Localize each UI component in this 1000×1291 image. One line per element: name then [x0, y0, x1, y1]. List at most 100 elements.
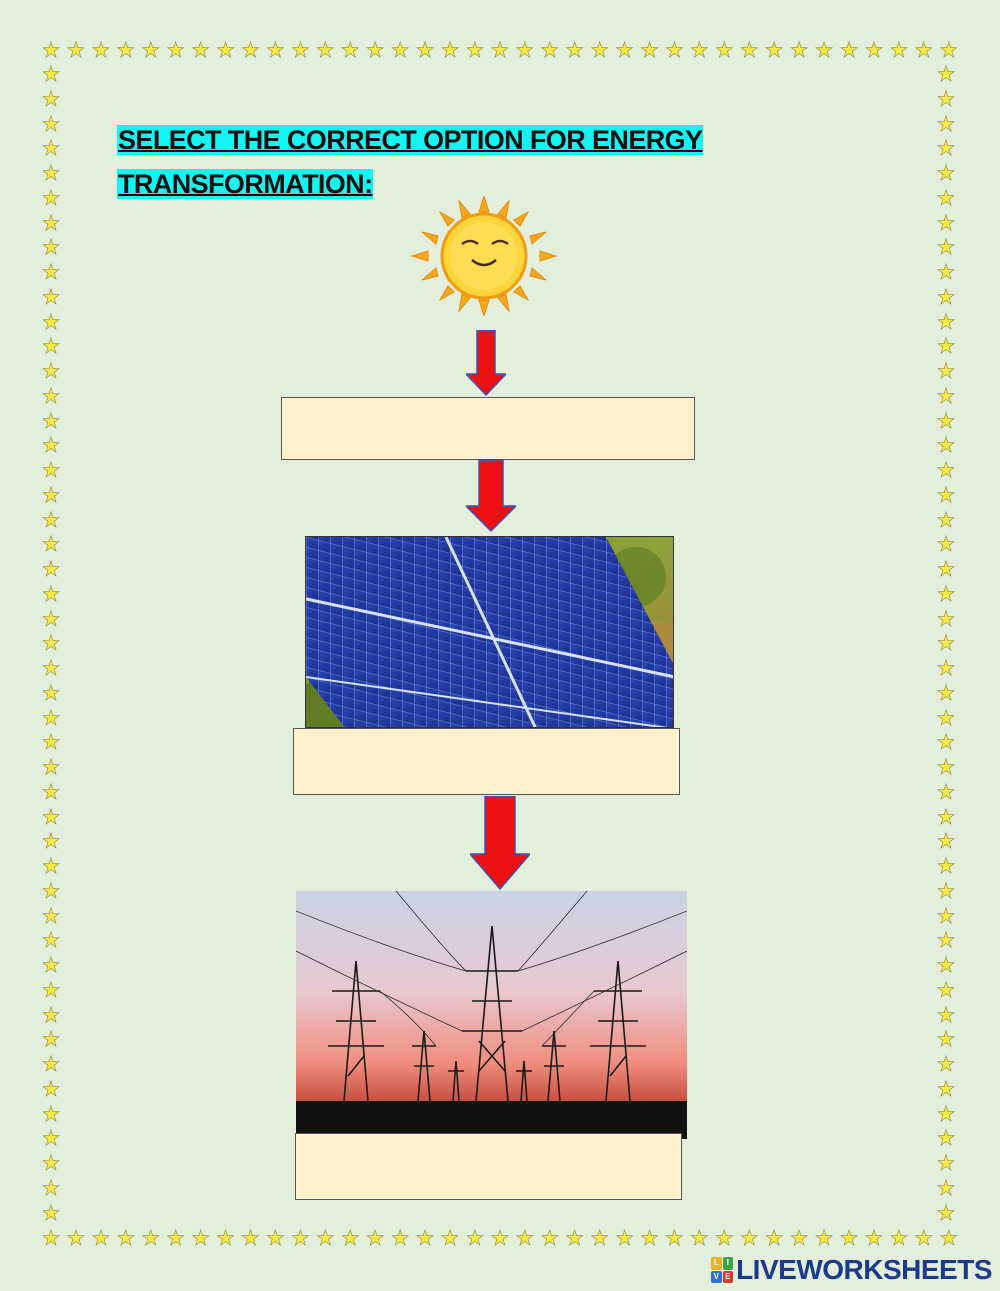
star-icon: ★ [41, 631, 61, 656]
star-icon: ★ [936, 928, 956, 953]
star-icon: ★ [939, 38, 959, 62]
answer-box-3[interactable] [295, 1133, 682, 1200]
star-icon: ★ [936, 1151, 956, 1175]
star-icon: ★ [936, 878, 956, 903]
star-icon: ★ [340, 1226, 360, 1250]
star-icon: ★ [936, 359, 956, 383]
star-icon: ★ [914, 1226, 934, 1250]
arrow-down-icon [470, 796, 530, 890]
star-icon: ★ [41, 1101, 61, 1126]
logo-letter: V [711, 1270, 722, 1283]
worksheet-title: SELECT THE CORRECT OPTION FOR ENERGY TRA… [117, 118, 717, 206]
star-icon: ★ [41, 977, 61, 1002]
star-icon: ★ [936, 532, 956, 557]
star-icon: ★ [266, 38, 285, 62]
liveworksheets-brand: L I V E LIVEWORKSHEETS [711, 1252, 992, 1288]
star-icon: ★ [936, 1076, 956, 1101]
star-icon: ★ [936, 309, 956, 334]
star-icon: ★ [936, 62, 956, 86]
star-icon: ★ [764, 38, 784, 62]
star-icon: ★ [936, 854, 956, 878]
star-icon: ★ [91, 38, 111, 62]
star-icon: ★ [41, 1052, 61, 1076]
star-icon: ★ [814, 38, 834, 62]
star-icon: ★ [936, 136, 956, 161]
star-icon: ★ [936, 1002, 956, 1027]
answer-box-2[interactable] [293, 728, 680, 795]
star-icon: ★ [936, 903, 956, 928]
star-icon: ★ [936, 458, 956, 482]
star-icon: ★ [41, 334, 61, 359]
star-icon: ★ [936, 977, 956, 1002]
star-icon: ★ [66, 1226, 86, 1250]
star-icon: ★ [515, 1226, 535, 1250]
star-icon: ★ [936, 185, 956, 210]
star-icon: ★ [590, 1226, 610, 1250]
star-icon: ★ [936, 829, 956, 854]
star-icon: ★ [839, 38, 859, 62]
star-icon: ★ [241, 38, 260, 62]
liveworksheets-logo-icon: L I V E [711, 1257, 734, 1283]
star-border-top: ★★★★★★★★★★★★★★★★★★★★★★★★★★★★★★★★★★★★★ [40, 38, 960, 62]
power-lines-image [296, 891, 687, 1139]
star-icon: ★ [936, 779, 956, 804]
star-icon: ★ [41, 1151, 61, 1175]
star-icon: ★ [789, 1226, 809, 1250]
star-icon: ★ [936, 111, 956, 136]
star-icon: ★ [936, 86, 956, 111]
star-icon: ★ [936, 1200, 956, 1225]
star-icon: ★ [889, 1226, 909, 1250]
star-icon: ★ [764, 1226, 784, 1250]
star-icon: ★ [41, 111, 61, 136]
star-border-right: ★★★★★★★★★★★★★★★★★★★★★★★★★★★★★★★★★★★★★★★★… [935, 62, 957, 1225]
star-icon: ★ [365, 1226, 385, 1250]
star-icon: ★ [340, 38, 360, 62]
star-icon: ★ [936, 804, 956, 829]
star-icon: ★ [41, 62, 61, 86]
star-icon: ★ [814, 1226, 834, 1250]
star-icon: ★ [936, 557, 956, 581]
star-icon: ★ [936, 656, 956, 680]
star-icon: ★ [216, 1226, 235, 1250]
title-line-1: SELECT THE CORRECT OPTION FOR ENERGY [117, 125, 704, 155]
star-icon: ★ [465, 1226, 485, 1250]
star-icon: ★ [41, 903, 61, 928]
liveworksheets-text: LIVEWORKSHEETS [736, 1254, 992, 1285]
star-icon: ★ [936, 433, 956, 458]
star-icon: ★ [936, 1126, 956, 1151]
star-icon: ★ [936, 284, 956, 309]
star-icon: ★ [41, 680, 61, 705]
star-icon: ★ [936, 408, 956, 433]
star-icon: ★ [936, 260, 956, 284]
star-icon: ★ [365, 38, 385, 62]
star-icon: ★ [515, 38, 535, 62]
star-icon: ★ [41, 235, 61, 260]
star-icon: ★ [41, 1126, 61, 1151]
star-icon: ★ [936, 161, 956, 185]
star-icon: ★ [665, 38, 684, 62]
sun-image [410, 196, 558, 316]
star-icon: ★ [936, 1052, 956, 1076]
star-icon: ★ [640, 1226, 659, 1250]
star-icon: ★ [540, 38, 560, 62]
logo-letter: E [722, 1270, 734, 1283]
star-icon: ★ [41, 458, 61, 482]
star-icon: ★ [141, 1226, 161, 1250]
star-icon: ★ [290, 38, 310, 62]
star-icon: ★ [191, 38, 211, 62]
star-icon: ★ [41, 854, 61, 878]
star-icon: ★ [936, 730, 956, 755]
star-icon: ★ [914, 38, 934, 62]
answer-box-1[interactable] [281, 397, 695, 460]
star-icon: ★ [714, 38, 734, 62]
logo-letter: I [722, 1257, 734, 1270]
star-icon: ★ [714, 1226, 734, 1250]
star-icon: ★ [41, 1175, 61, 1200]
star-icon: ★ [440, 1226, 460, 1250]
star-icon: ★ [41, 359, 61, 383]
star-icon: ★ [540, 1226, 560, 1250]
star-icon: ★ [41, 755, 61, 779]
star-icon: ★ [41, 38, 61, 62]
star-icon: ★ [665, 1226, 684, 1250]
star-icon: ★ [41, 507, 61, 532]
